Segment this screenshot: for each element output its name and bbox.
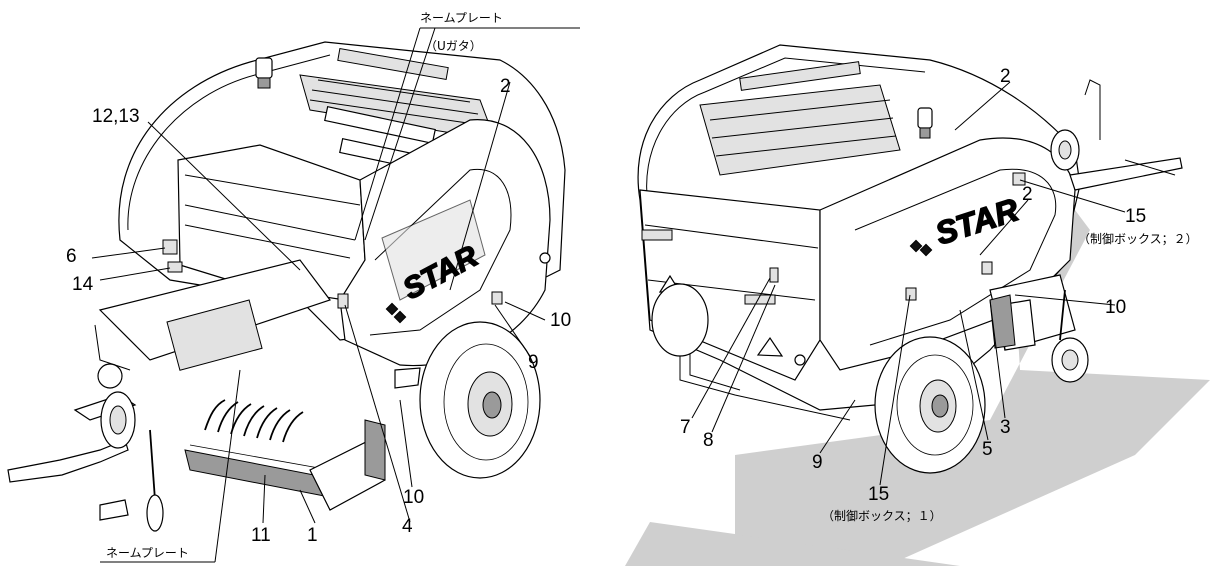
left-callout-10-lower: 10 [403, 487, 424, 508]
right-callout-2-top: 2 [1000, 66, 1011, 87]
left-callout-11: 11 [251, 525, 271, 546]
left-baler-drawing: STAR [7, 11, 580, 563]
right-callout-2-logo: 2 [1022, 184, 1033, 205]
left-callout-12-13: 12,13 [92, 106, 140, 127]
left-callout-4: 4 [402, 516, 413, 537]
left-nameplate-top-sub: （Uガタ） [425, 39, 482, 53]
left-callout-1: 1 [307, 525, 318, 546]
right-callout-15-lower: 15 [868, 484, 889, 505]
right-top-rollers [699, 61, 901, 176]
left-wheel [419, 321, 541, 479]
right-callout-8: 8 [703, 430, 714, 451]
ground-arrow [625, 190, 1210, 566]
right-callout-7: 7 [680, 417, 691, 438]
left-callout-14: 14 [72, 274, 94, 295]
left-nameplate-top-label: ネームプレート [420, 11, 503, 25]
right-callout-10: 10 [1105, 297, 1126, 318]
right-control-box-2-label: （制御ボックス；２） [1078, 231, 1198, 246]
left-callout-6: 6 [66, 246, 77, 267]
right-baler-drawing: STAR [637, 44, 1198, 523]
left-callout-2: 2 [500, 76, 511, 97]
left-leader-lines [91, 27, 580, 563]
right-control-box-1-label: （制御ボックス；１） [822, 508, 942, 523]
right-callout-3: 3 [1000, 417, 1011, 438]
left-callout-9: 9 [528, 352, 539, 373]
left-nameplate-bottom-label: ネームプレート [106, 546, 189, 560]
right-wheel [874, 336, 986, 474]
left-callout-10-upper: 10 [550, 310, 571, 331]
right-leader-lines [691, 81, 1126, 486]
right-callout-15-upper: 15 [1125, 206, 1146, 227]
right-callout-9: 9 [812, 452, 823, 473]
right-callout-5: 5 [982, 439, 993, 460]
